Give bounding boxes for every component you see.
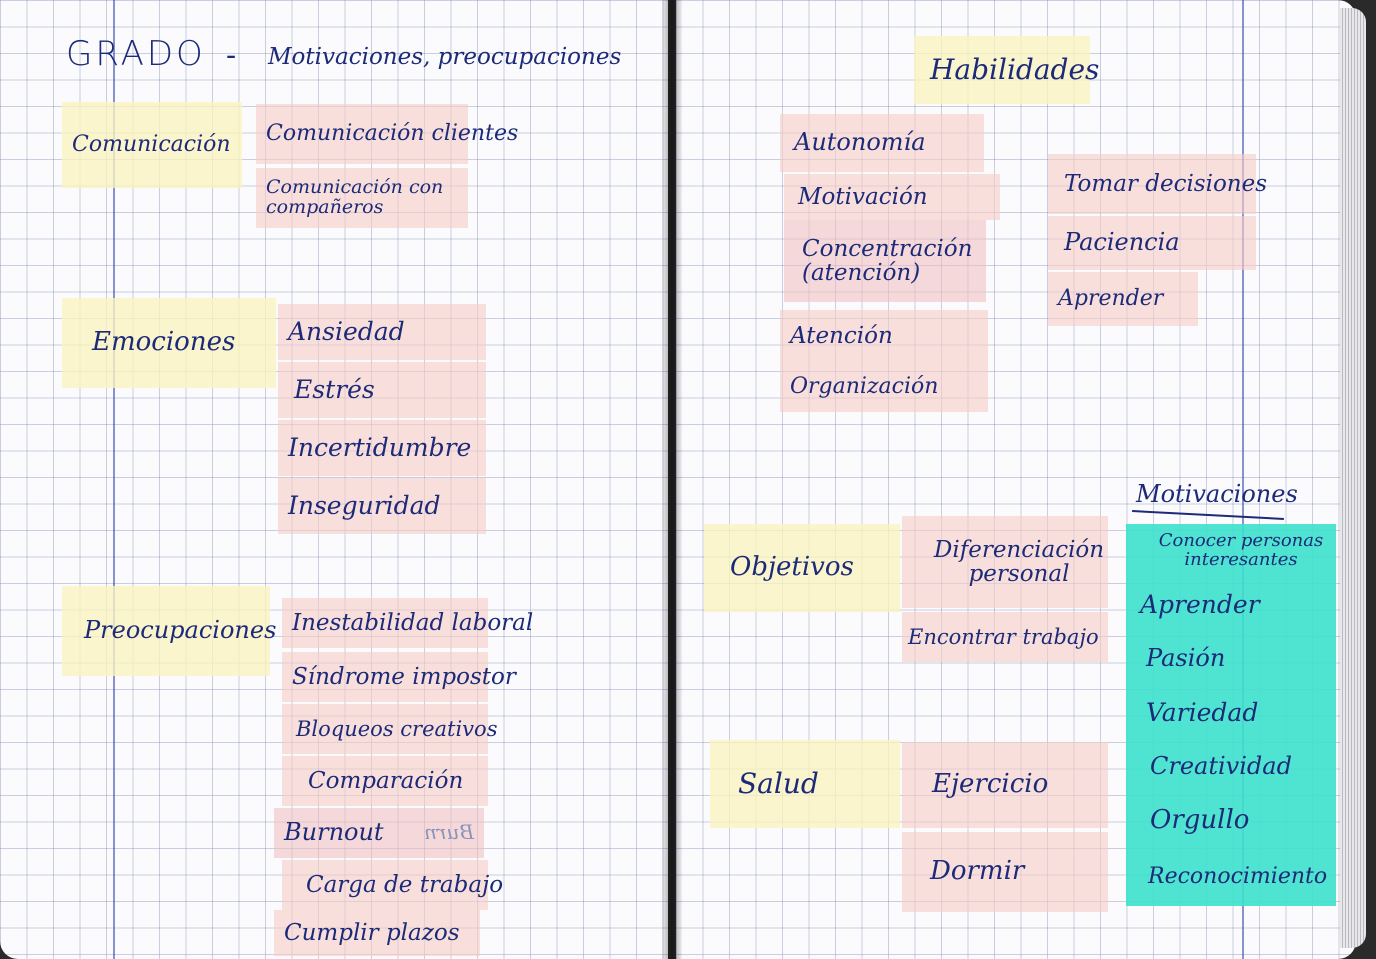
note-motivacion: Motivación	[784, 174, 1000, 220]
note-creatividad: Creatividad	[1126, 740, 1336, 794]
note-dormir: Dormir	[902, 832, 1108, 912]
note-comunicacion-companeros: Comunicación con compañeros	[256, 168, 468, 228]
category-habilidades: Habilidades	[914, 36, 1099, 104]
page-title: GRADO	[66, 34, 206, 74]
category-salud: Salud	[710, 740, 900, 828]
note-incertidumbre: Incertidumbre	[278, 420, 486, 476]
page-subtitle: Motivaciones, preocupaciones	[268, 44, 622, 70]
note-encontrar-trabajo: Encontrar trabajo	[902, 612, 1108, 662]
note-comunicacion-clientes: Comunicación clientes	[256, 104, 518, 164]
left-margin-line	[113, 0, 115, 959]
note-paciencia: Paciencia	[1048, 216, 1256, 270]
category-preocupaciones: Preocupaciones	[62, 586, 276, 676]
note-comparacion: Comparación	[282, 756, 488, 806]
note-burnout: Burnout	[274, 808, 484, 858]
note-aprender-motivacion: Aprender	[1126, 578, 1336, 632]
page-edges	[1340, 8, 1366, 948]
note-organizacion: Organización	[780, 362, 988, 412]
note-inseguridad: Inseguridad	[278, 478, 486, 534]
note-aprender-habilidad: Aprender	[1048, 272, 1198, 326]
motivaciones-heading: Motivaciones	[1136, 480, 1298, 508]
note-autonomia: Autonomía	[780, 114, 984, 172]
note-sindrome-impostor: Síndrome impostor	[282, 652, 516, 702]
category-comunicacion: Comunicación	[62, 102, 242, 188]
note-conocer-personas: Conocer personas interesantes	[1126, 524, 1336, 578]
note-inestabilidad-laboral: Inestabilidad laboral	[282, 598, 533, 648]
right-margin-line	[1242, 0, 1244, 959]
category-objetivos: Objetivos	[704, 524, 900, 612]
note-ansiedad: Ansiedad	[278, 304, 486, 360]
note-tomar-decisiones: Tomar decisiones	[1048, 154, 1267, 214]
notebook-spine	[662, 0, 682, 959]
note-atencion: Atención	[780, 310, 988, 362]
burnout-ghost-text: Burn	[424, 820, 475, 844]
note-pasion: Pasión	[1126, 632, 1336, 686]
note-variedad: Variedad	[1126, 686, 1336, 740]
note-reconocimiento: Reconocimiento	[1126, 848, 1336, 906]
category-emociones: Emociones	[62, 298, 276, 388]
note-concentracion: Concentración (atención)	[784, 220, 986, 302]
note-diferenciacion-personal: Diferenciación personal	[902, 516, 1108, 608]
note-ejercicio: Ejercicio	[902, 742, 1108, 828]
note-cumplir-plazos: Cumplir plazos	[274, 910, 480, 956]
title-dash: -	[226, 38, 237, 73]
note-bloqueos-creativos: Bloqueos creativos	[282, 704, 497, 754]
note-orgullo: Orgullo	[1126, 794, 1336, 848]
note-carga-de-trabajo: Carga de trabajo	[282, 860, 503, 910]
note-estres: Estrés	[278, 362, 486, 418]
